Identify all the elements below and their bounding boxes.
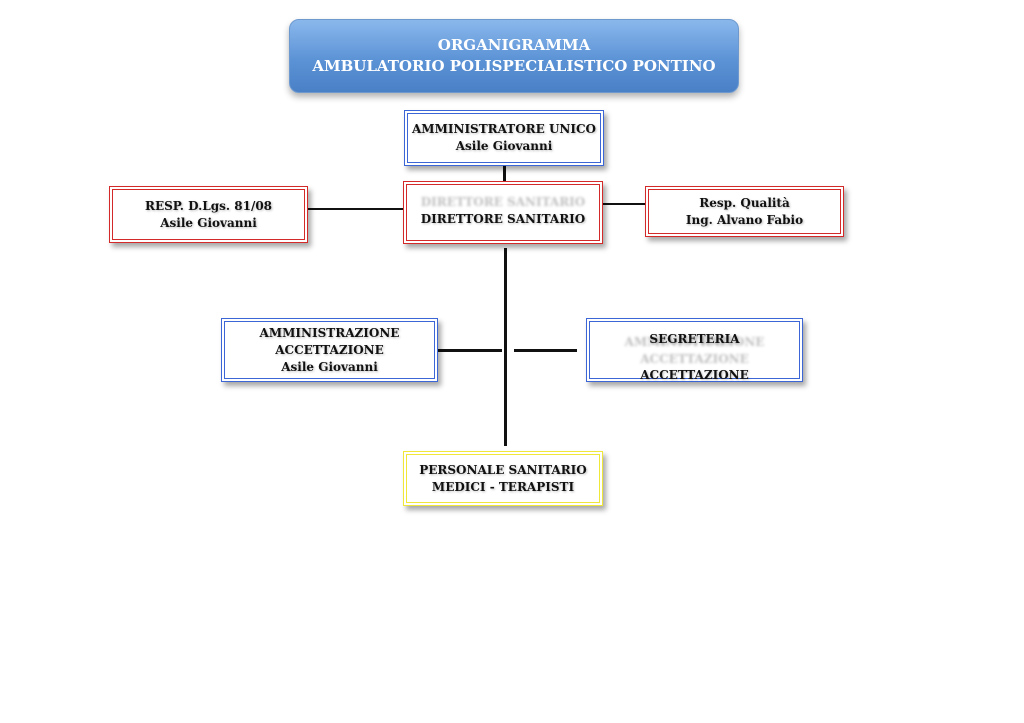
connector-trunk-to-segreteria (514, 349, 577, 352)
node-direttore-sanitario: DIRETTORE SANITARIO DIRETTORE SANITARIO (403, 181, 603, 244)
node-ghost-text: DIRETTORE SANITARIO (420, 195, 586, 209)
node-role-2: ACCETTAZIONE (275, 342, 384, 357)
node-resp-qualita: Resp. Qualità Ing. Alvano Fabio (645, 186, 844, 237)
chart-title-banner: ORGANIGRAMMA AMBULATORIO POLISPECIALISTI… (289, 19, 739, 93)
node-role: Resp. Qualità (699, 195, 790, 210)
title-line-1: ORGANIGRAMMA (437, 36, 591, 54)
connector-director-to-resp-qualita (603, 203, 650, 205)
node-role: AMMINISTRAZIONE (259, 325, 400, 340)
node-amministrazione-accettazione: AMMINISTRAZIONE ACCETTAZIONE Asile Giova… (221, 318, 438, 382)
node-ghost-text-1: AMMINISTRAZIONE (624, 334, 765, 349)
node-role: DIRETTORE SANITARIO (420, 212, 586, 226)
node-amministratore-unico: AMMINISTRATORE UNICO Asile Giovanni (404, 110, 604, 166)
connector-trunk-to-amministrazione (438, 349, 502, 352)
connector-admin-to-director (503, 166, 506, 182)
node-role: SEGRETERIA (649, 331, 740, 346)
node-personale-sanitario: PERSONALE SANITARIO MEDICI - TERAPISTI (403, 451, 603, 506)
node-role-2: MEDICI - TERAPISTI (431, 479, 575, 494)
node-role: RESP. D.Lgs. 81/08 (144, 198, 273, 213)
node-person: Asile Giovanni (455, 139, 553, 153)
node-segreteria-accettazione: AMMINISTRAZIONE ACCETTAZIONE SEGRETERIA … (586, 318, 803, 382)
node-role-2: ACCETTAZIONE (640, 367, 749, 382)
title-line-2: AMBULATORIO POLISPECIALISTICO PONTINO (312, 57, 716, 75)
node-person: Ing. Alvano Fabio (685, 212, 804, 227)
node-role: AMMINISTRATORE UNICO (411, 122, 597, 136)
node-person: Asile Giovanni (281, 359, 378, 374)
node-person: Asile Giovanni (160, 215, 257, 230)
node-role: PERSONALE SANITARIO (419, 462, 587, 477)
connector-director-to-personale (504, 248, 507, 446)
connector-director-to-resp-dlgs (305, 208, 404, 210)
node-ghost-text-2: ACCETTAZIONE (640, 351, 749, 366)
node-resp-dlgs: RESP. D.Lgs. 81/08 Asile Giovanni (109, 186, 308, 243)
